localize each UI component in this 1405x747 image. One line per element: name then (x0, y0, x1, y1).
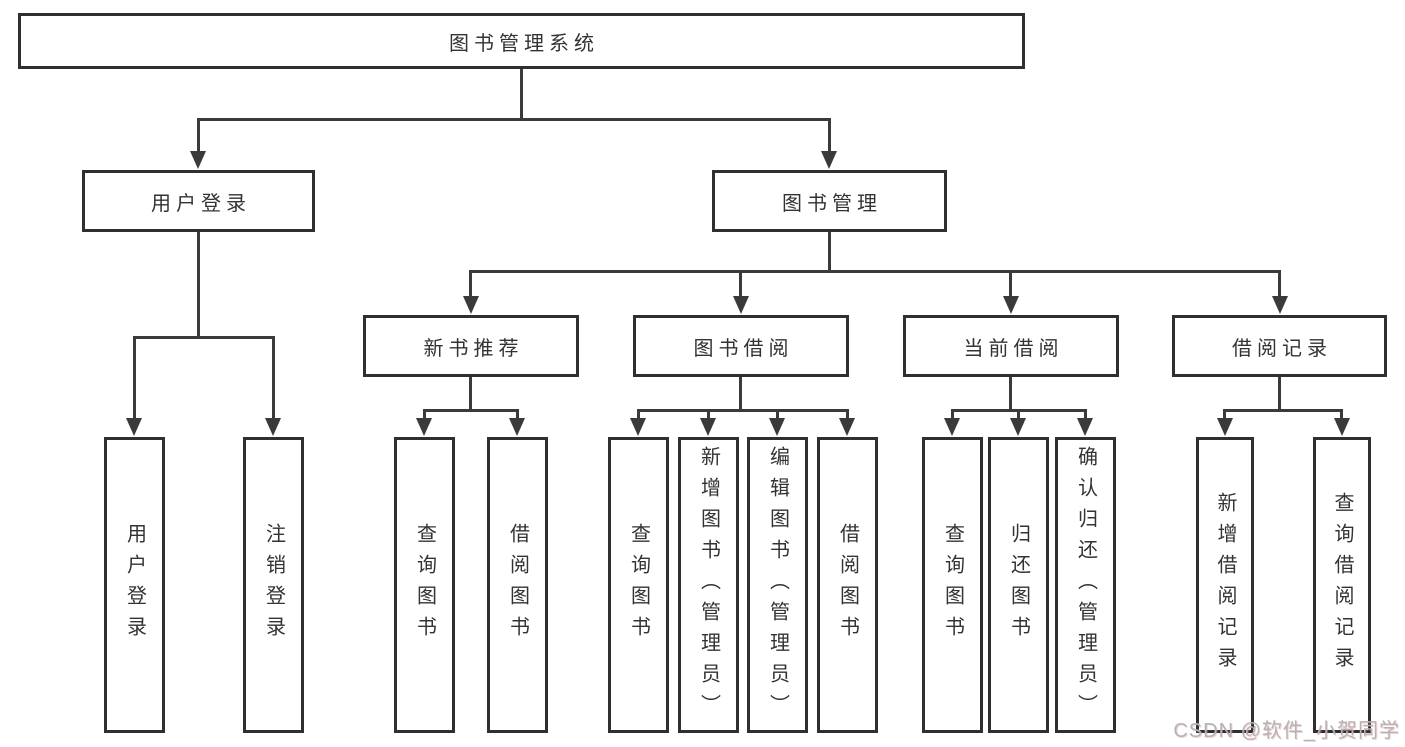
connector-line (197, 118, 200, 154)
arrow-down-icon (1077, 418, 1093, 436)
connector-line (1278, 270, 1281, 298)
connector-line (1084, 409, 1087, 420)
connector-line (423, 409, 519, 412)
connector-line (776, 409, 779, 420)
watermark: CSDN @软件_小贺同学 (1173, 720, 1400, 742)
connector-line (707, 409, 710, 420)
connector-line (272, 336, 275, 420)
arrow-down-icon (944, 418, 960, 436)
connector-line (197, 232, 200, 338)
connector-line (516, 409, 519, 420)
connector-line (469, 377, 472, 412)
arrow-down-icon (1334, 418, 1350, 436)
node-book-management: 图书管理 (712, 170, 947, 232)
node-new-book-recommend: 新书推荐 (363, 315, 579, 377)
leaf-query-books-1: 查询图书 (394, 437, 455, 733)
arrow-down-icon (700, 418, 716, 436)
leaf-borrow-books-2: 借阅图书 (817, 437, 878, 733)
arrow-down-icon (463, 296, 479, 314)
arrow-down-icon (839, 418, 855, 436)
arrow-down-icon (821, 151, 837, 169)
arrow-down-icon (1010, 418, 1026, 436)
connector-line (846, 409, 849, 420)
connector-line (197, 118, 831, 121)
connector-line (469, 270, 1281, 273)
connector-line (637, 409, 640, 420)
connector-line (1009, 377, 1012, 412)
connector-line (423, 409, 426, 420)
connector-line (133, 336, 136, 420)
leaf-logout: 注销登录 (243, 437, 304, 733)
connector-line (1340, 409, 1343, 420)
arrow-down-icon (1003, 296, 1019, 314)
connector-line (469, 270, 472, 298)
arrow-down-icon (126, 418, 142, 436)
leaf-add-books-admin: 新增图书（管理员） (678, 437, 739, 733)
connector-line (133, 336, 275, 339)
leaf-query-books-3: 查询图书 (922, 437, 983, 733)
leaf-edit-books-admin: 编辑图书（管理员） (747, 437, 808, 733)
arrow-down-icon (509, 418, 525, 436)
leaf-return-books: 归还图书 (988, 437, 1049, 733)
leaf-query-borrow-record: 查询借阅记录 (1313, 437, 1371, 733)
node-user-login: 用户登录 (82, 170, 315, 232)
node-borrow-records: 借阅记录 (1172, 315, 1387, 377)
leaf-confirm-return-admin: 确认归还（管理员） (1055, 437, 1116, 733)
connector-line (951, 409, 954, 420)
connector-line (1223, 409, 1226, 420)
node-book-borrow: 图书借阅 (633, 315, 849, 377)
connector-line (1009, 270, 1012, 298)
node-current-borrow: 当前借阅 (903, 315, 1119, 377)
connector-line (637, 409, 849, 412)
arrow-down-icon (733, 296, 749, 314)
node-root: 图书管理系统 (18, 13, 1025, 69)
connector-line (1017, 409, 1020, 420)
leaf-user-login: 用户登录 (104, 437, 165, 733)
connector-line (828, 118, 831, 154)
leaf-borrow-books-1: 借阅图书 (487, 437, 548, 733)
leaf-add-borrow-record: 新增借阅记录 (1196, 437, 1254, 733)
arrow-down-icon (190, 151, 206, 169)
arrow-down-icon (630, 418, 646, 436)
connector-line (739, 270, 742, 298)
connector-line (520, 69, 523, 121)
arrow-down-icon (1217, 418, 1233, 436)
arrow-down-icon (416, 418, 432, 436)
connector-line (1223, 409, 1343, 412)
arrow-down-icon (265, 418, 281, 436)
connector-line (739, 377, 742, 412)
leaf-query-books-2: 查询图书 (608, 437, 669, 733)
arrow-down-icon (1272, 296, 1288, 314)
connector-line (1278, 377, 1281, 412)
arrow-down-icon (769, 418, 785, 436)
connector-line (828, 232, 831, 273)
